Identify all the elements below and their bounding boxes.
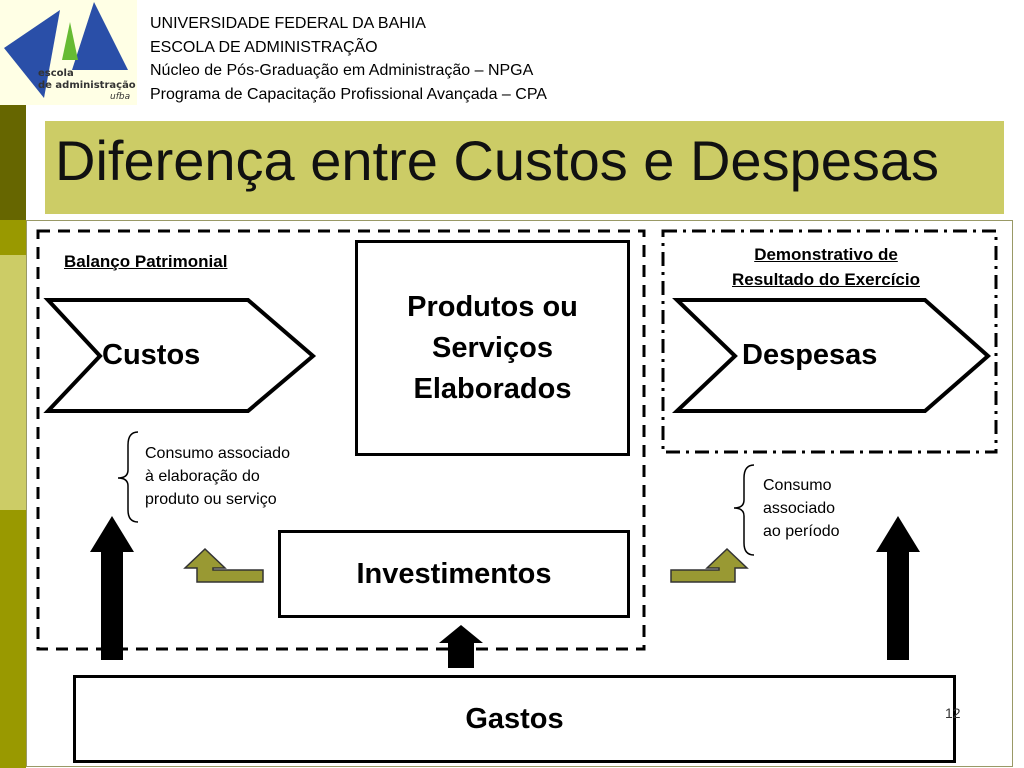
produtos-line3: Elaborados [413,372,572,405]
consumo-custos-line2: à elaboração do [145,468,260,485]
up-arrow-center [439,625,483,668]
consumo-despesas-line2: associado [763,500,836,517]
header-line-1: UNIVERSIDADE FEDERAL DA BAHIA [150,15,426,32]
logo-text-3: ufba [110,92,130,102]
consumo-custos-line1: Consumo associado [145,445,290,462]
green-arrow-left [183,547,264,583]
brace-despesas [733,464,755,556]
school-logo: escola de administração ufba [0,0,137,105]
investimentos-label: Investimentos [356,557,552,590]
dre-label-line1: Demonstrativo de [754,245,898,264]
decor-strip-mid [0,220,26,255]
investimentos-box: Investimentos [278,530,630,618]
logo-text-1: escola [38,68,74,79]
produtos-box: Produtos ou Serviços Elaborados [355,240,630,456]
produtos-line1: Produtos ou [407,290,578,323]
title-bar [45,121,1004,214]
slide-title: Diferença entre Custos e Despesas [55,129,939,192]
header-line-3: Núcleo de Pós-Graduação em Administração… [150,62,534,79]
header-block: UNIVERSIDADE FEDERAL DA BAHIA ESCOLA DE … [150,12,547,106]
green-arrow-right [670,547,749,583]
custos-chevron [43,298,317,413]
consumo-despesas-note: Consumo associado ao período [763,474,840,543]
decor-strip-olive [0,510,26,768]
gastos-box: Gastos [73,675,956,763]
dre-label: Demonstrativo de Resultado do Exercício [686,242,966,292]
up-arrow-left [90,516,134,660]
dre-region [661,229,998,454]
consumo-despesas-line3: ao período [763,523,840,540]
header-line-4: Programa de Capacitação Profissional Ava… [150,85,547,103]
content-frame [26,220,1013,767]
despesas-label: Despesas [742,339,878,371]
dre-label-line2: Resultado do Exercício [732,270,920,289]
balanco-label: Balanço Patrimonial [64,252,228,271]
up-arrow-right [876,516,920,660]
balanco-region [36,229,646,651]
brace-custos [117,431,139,523]
consumo-custos-note: Consumo associado à elaboração do produt… [145,442,290,511]
produtos-line2: Serviços [432,331,553,364]
gastos-label: Gastos [465,702,564,735]
decor-strip-dark [0,105,26,220]
consumo-custos-line3: produto ou serviço [145,491,277,508]
decor-strip-light [0,255,26,510]
despesas-chevron [671,298,992,413]
logo-text-2: de administração [38,80,136,91]
header-line-2: ESCOLA DE ADMINISTRAÇÃO [150,38,378,56]
consumo-despesas-line1: Consumo [763,477,832,494]
page-number: 12 [945,705,961,721]
custos-label: Custos [102,339,201,371]
